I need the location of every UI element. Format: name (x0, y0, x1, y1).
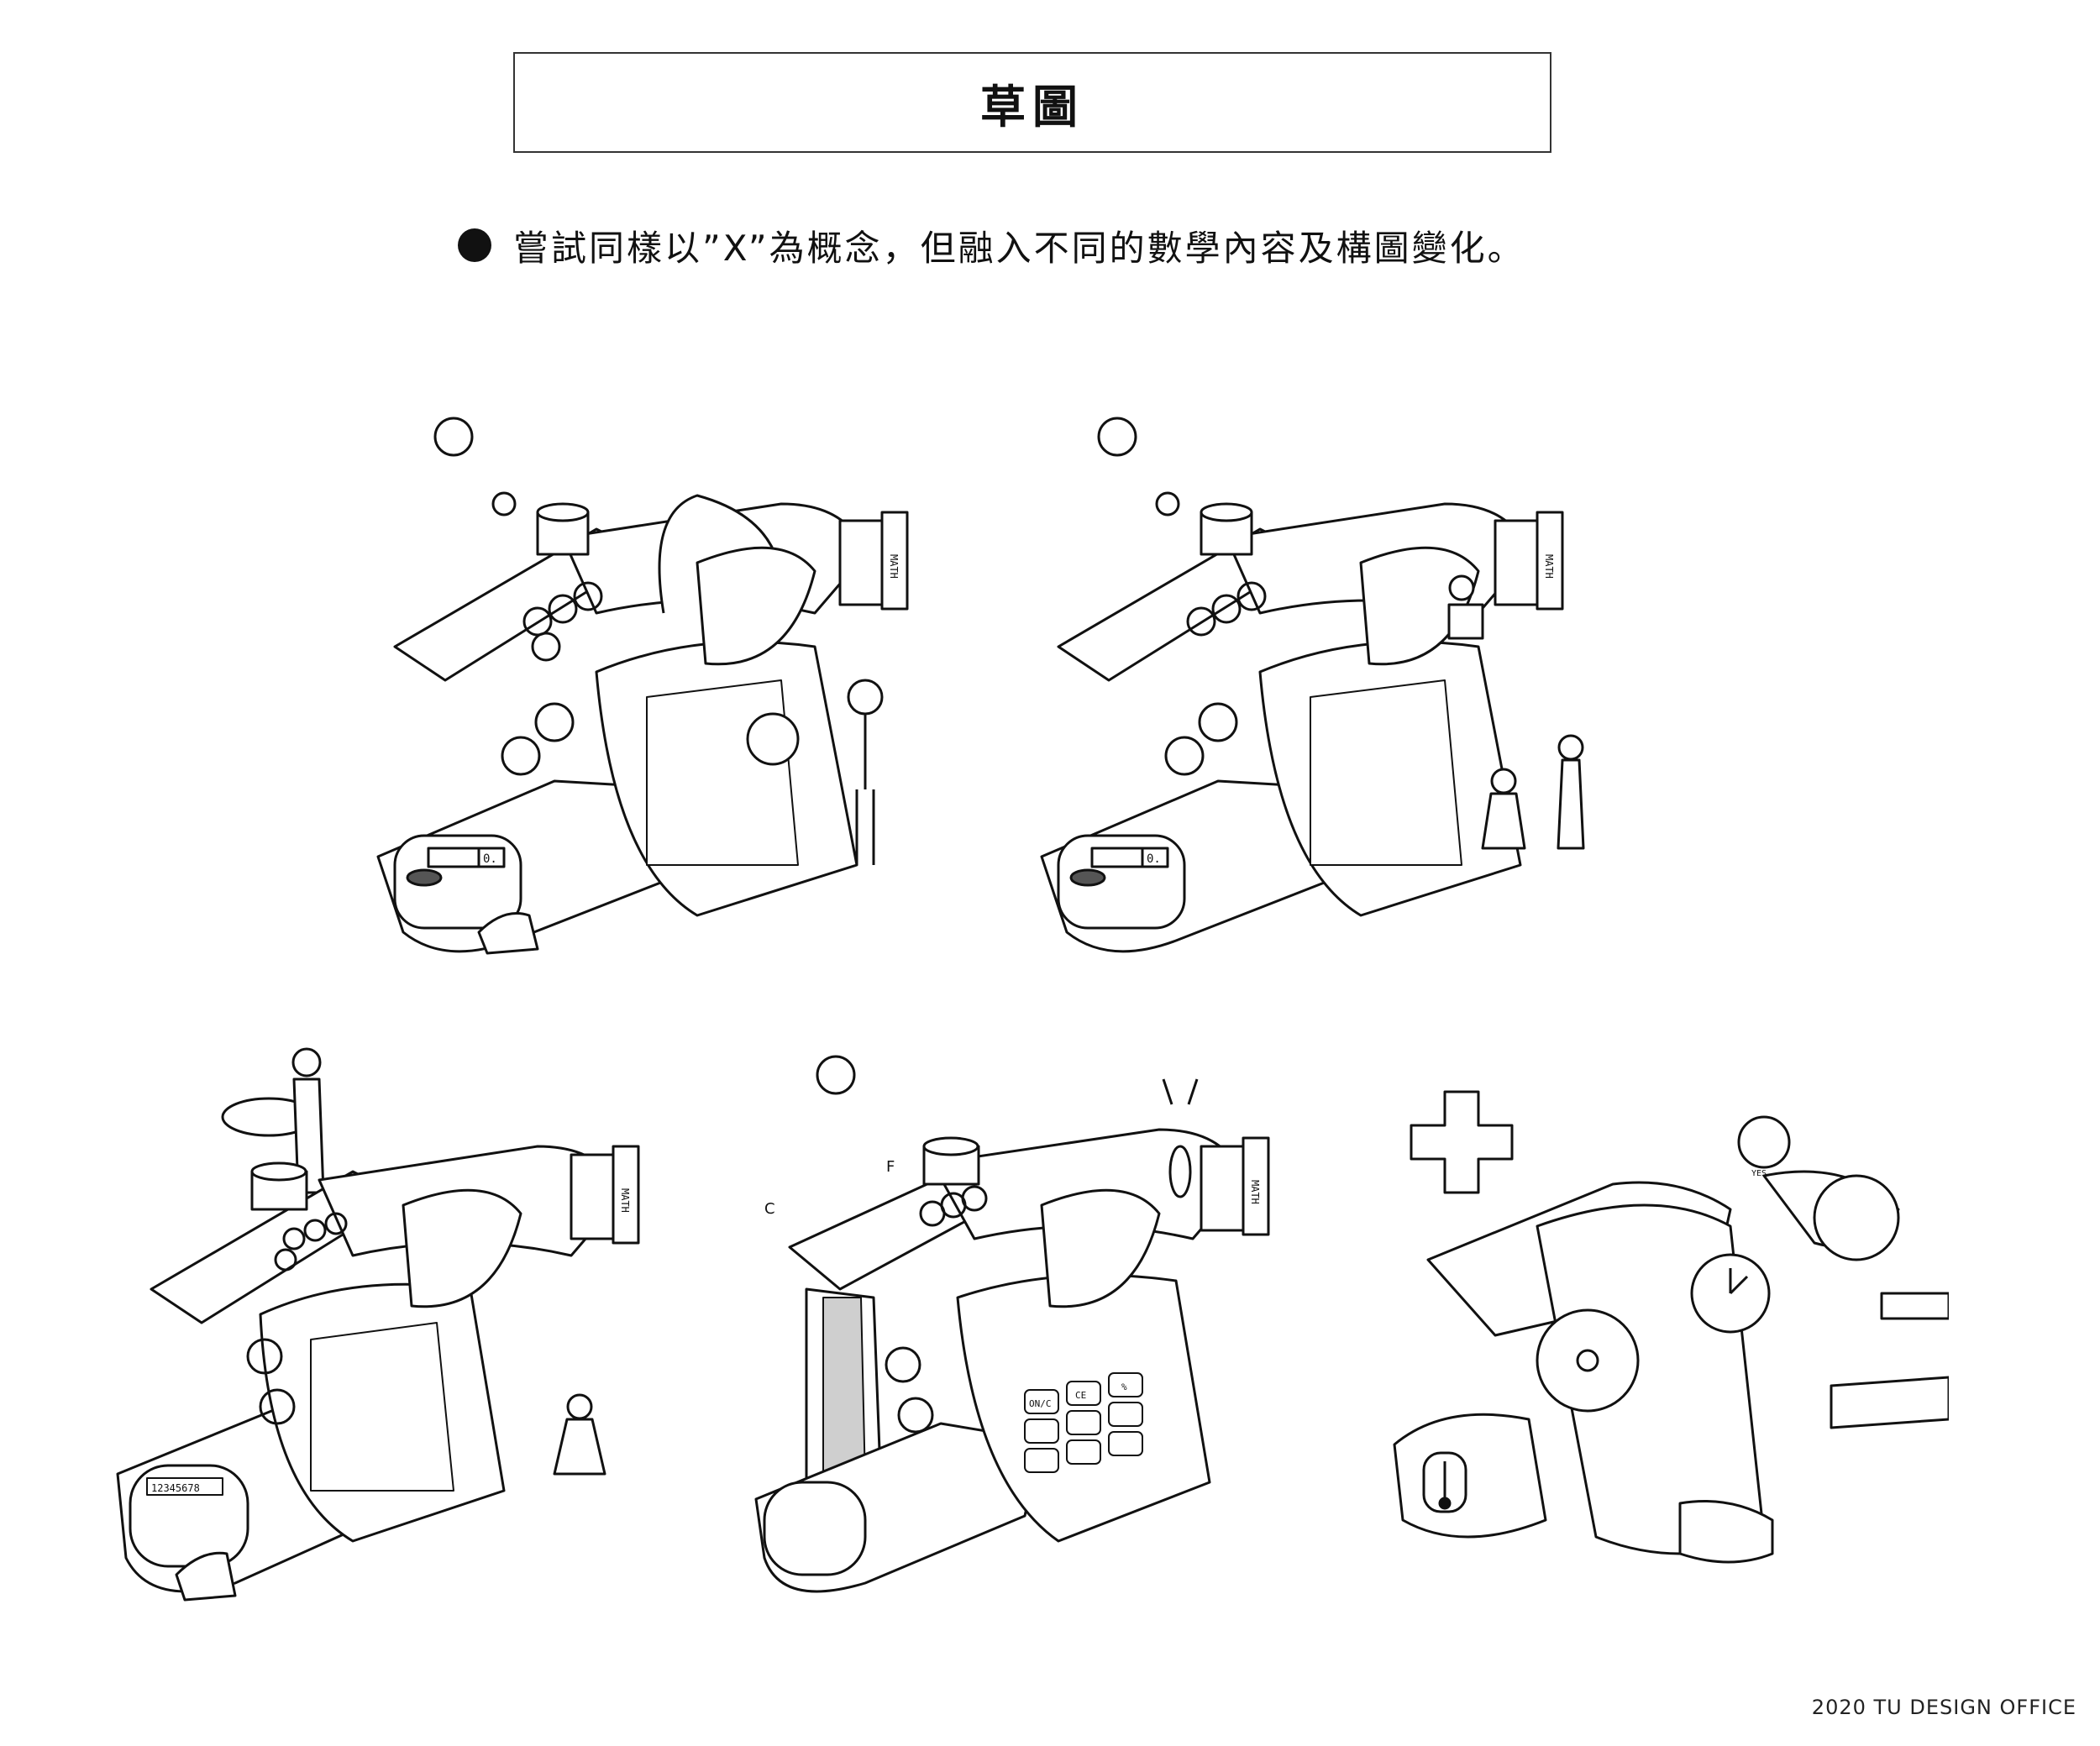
title-box: 草圖 (513, 52, 1551, 153)
book-spine-label: MATH (1543, 554, 1555, 579)
display-text: 0. (1147, 852, 1161, 866)
plus-icon (1410, 1090, 1514, 1194)
apple-icon (1155, 491, 1180, 516)
thermo-label: F (886, 1158, 895, 1176)
book-spine-label: MATH (888, 554, 900, 579)
book-spine-label: MATH (619, 1188, 631, 1213)
footer-credit: 2020 TU DESIGN OFFICE (1811, 1696, 2076, 1719)
apple-icon (1097, 417, 1137, 457)
sketch-1: 0. MATH (344, 395, 949, 966)
calc-key: % (1121, 1382, 1127, 1392)
apple-icon (816, 1055, 856, 1095)
apple-icon (491, 491, 517, 516)
display-text: 0. (483, 852, 497, 866)
display-text: 12345678 (151, 1482, 200, 1494)
page-title: 草圖 (980, 80, 1084, 134)
fan-icon (1536, 1308, 1640, 1413)
intro-text: 嘗試同樣以”X”為概念，但融入不同的數學內容及構圖變化。 (513, 227, 1525, 269)
tag-label: YES (1751, 1169, 1767, 1178)
intro-line: 嘗試同樣以”X”為概念，但融入不同的數學內容及構圖變化。 (458, 220, 1525, 270)
apple-icon (433, 417, 474, 457)
sketch-2: 0. MATH (1008, 395, 1613, 966)
sketch-4: MATH ON/C CE % C F (739, 1046, 1310, 1600)
book-spine-label: MATH (1249, 1180, 1261, 1204)
thermo-label: C (764, 1200, 775, 1218)
calc-key: ON/C (1029, 1398, 1052, 1409)
bullet-icon (458, 228, 491, 262)
sketch-5: YES (1378, 1067, 1949, 1587)
sketch-3: 12345678 MATH (101, 1037, 672, 1617)
calc-key: CE (1075, 1390, 1086, 1401)
